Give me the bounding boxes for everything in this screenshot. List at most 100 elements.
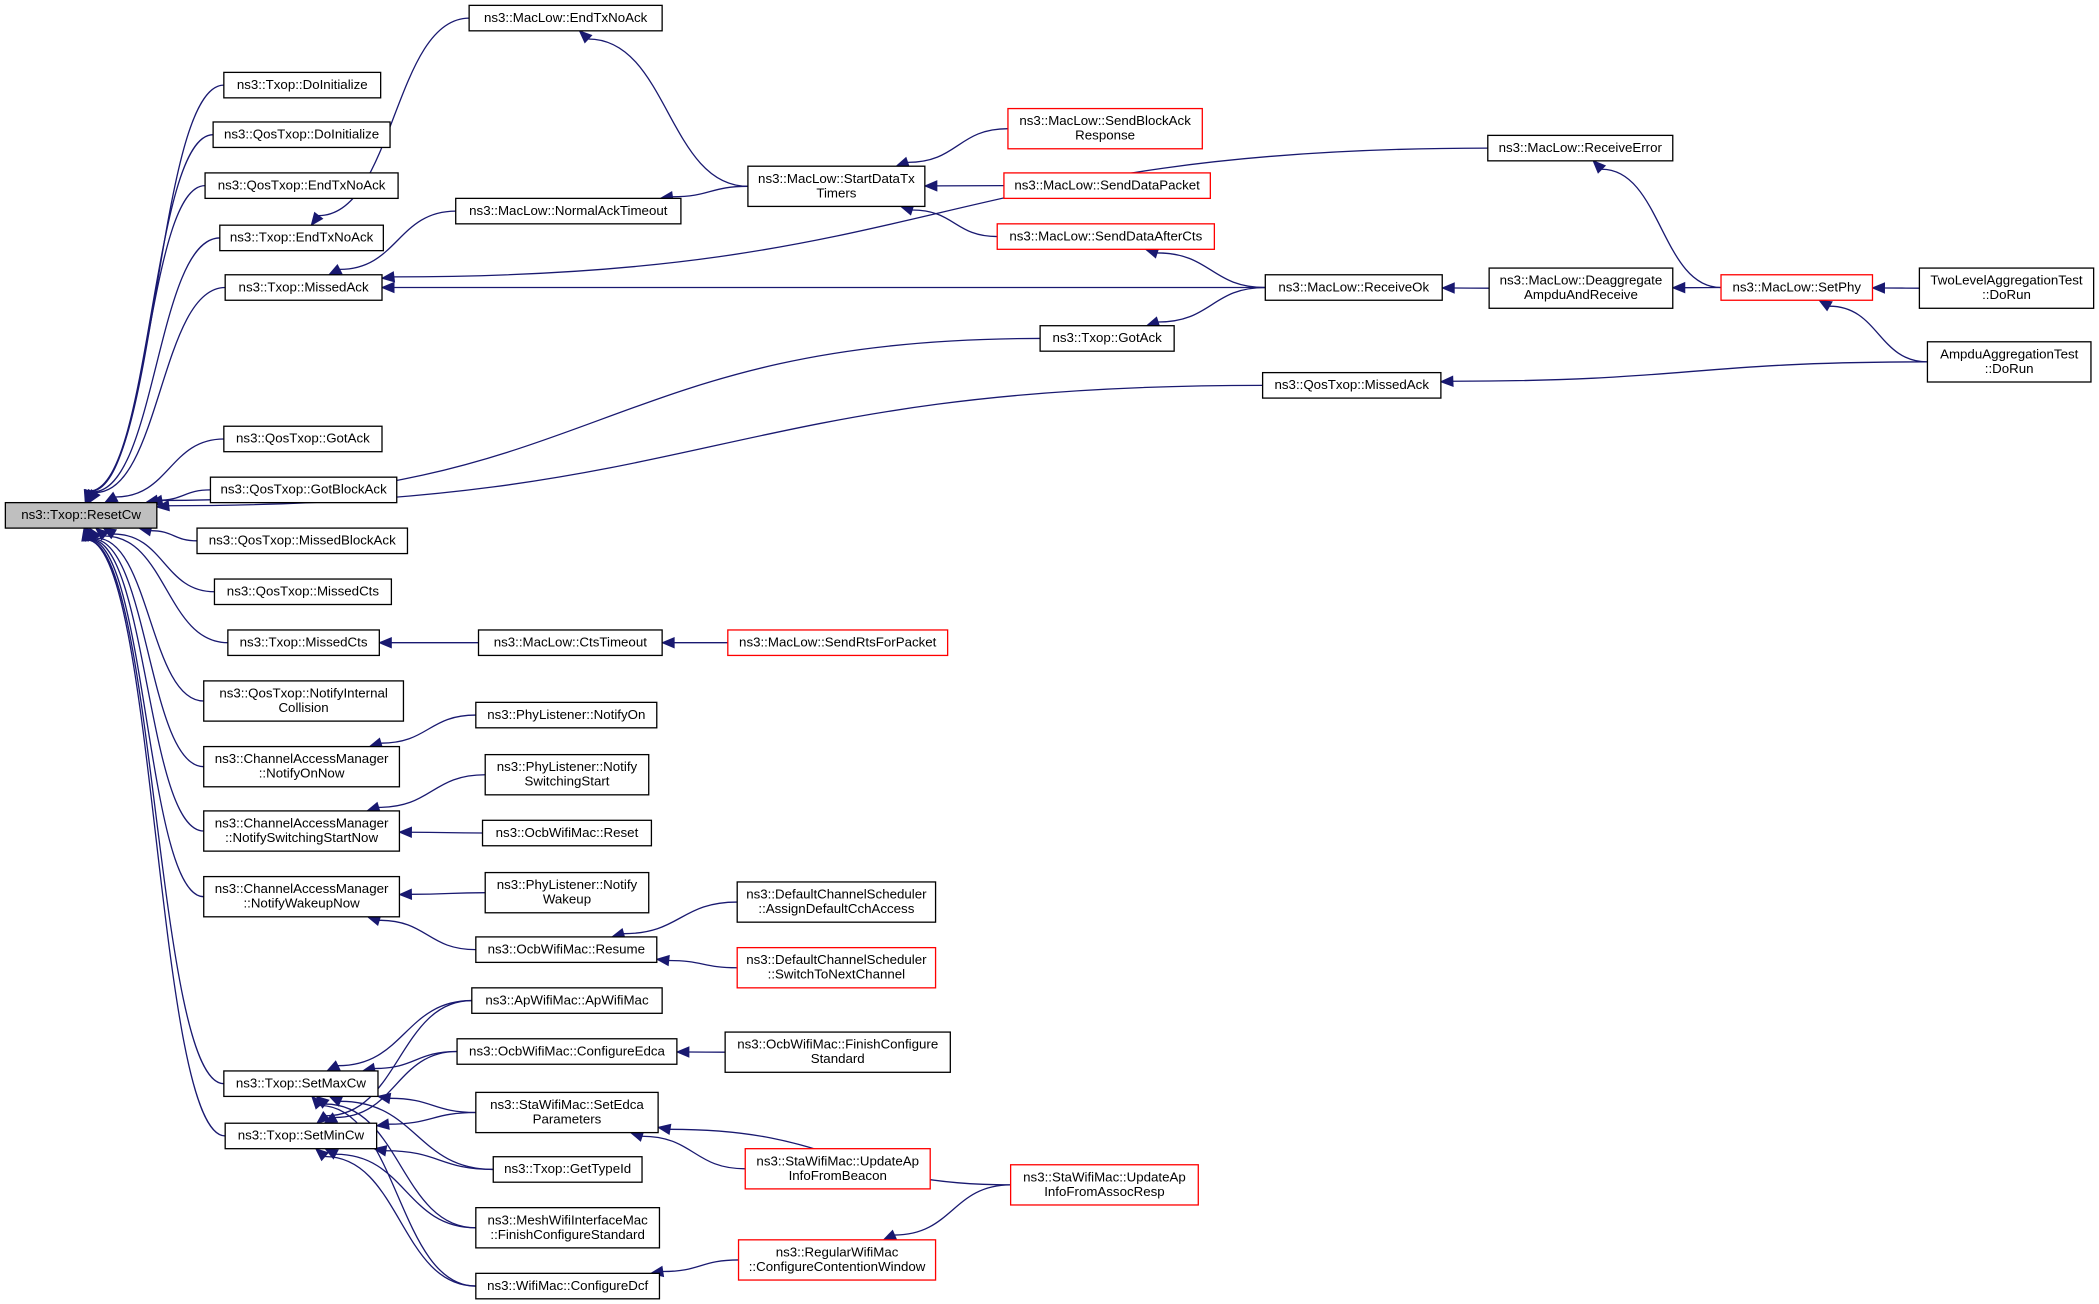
node-phy_notifyon[interactable]: ns3::PhyListener::NotifyOn (475, 701, 658, 729)
node-qos_missedcts[interactable]: ns3::QosTxop::MissedCts (213, 578, 393, 606)
node-box[interactable] (1003, 172, 1211, 200)
node-box[interactable] (468, 4, 663, 32)
node-qos_gotack[interactable]: ns3::QosTxop::GotAck (223, 425, 383, 453)
node-mac_senddatacts[interactable]: ns3::MacLow::SendDataAfterCts (996, 223, 1216, 250)
node-cam_switch[interactable]: ns3::ChannelAccessManager::NotifySwitchi… (203, 810, 401, 852)
node-txop_missedcts[interactable]: ns3::Txop::MissedCts (227, 629, 380, 657)
node-qos_endtx[interactable]: ns3::QosTxop::EndTxNoAck (204, 172, 399, 200)
node-dcs_assign[interactable]: ns3::DefaultChannelScheduler::AssignDefa… (736, 881, 937, 923)
node-box[interactable] (1007, 107, 1203, 150)
node-box[interactable] (224, 1122, 378, 1150)
node-box[interactable] (196, 527, 409, 555)
node-box[interactable] (1487, 134, 1674, 162)
node-box[interactable] (1039, 325, 1175, 352)
node-box[interactable] (1261, 371, 1442, 399)
node-ocb_confedca[interactable]: ns3::OcbWifiMac::ConfigureEdca (456, 1038, 678, 1065)
node-box[interactable] (204, 172, 399, 200)
node-ap_apwifi[interactable]: ns3::ApWifiMac::ApWifiMac (471, 987, 663, 1014)
node-txop_doinit[interactable]: ns3::Txop::DoInitialize (223, 71, 382, 99)
node-box[interactable] (1264, 274, 1443, 301)
node-box[interactable] (477, 629, 663, 657)
node-txop_gettype[interactable]: ns3::Txop::GetTypeId (492, 1156, 643, 1183)
node-box[interactable] (484, 871, 650, 914)
node-qos_missedack[interactable]: ns3::QosTxop::MissedAck (1261, 371, 1442, 399)
node-mac_endtx[interactable]: ns3::MacLow::EndTxNoAck (468, 4, 663, 32)
node-box[interactable] (492, 1156, 643, 1183)
node-sta_updassoc[interactable]: ns3::StaWifiMac::UpdateApInfoFromAssocRe… (1009, 1164, 1199, 1206)
node-resetcw[interactable]: ns3::Txop::ResetCw (4, 501, 158, 529)
node-box[interactable] (219, 224, 384, 252)
node-box[interactable] (227, 629, 380, 657)
node-box[interactable] (475, 936, 658, 964)
node-box[interactable] (212, 121, 391, 149)
node-box[interactable] (209, 476, 398, 504)
node-qos_gotblock[interactable]: ns3::QosTxop::GotBlockAck (209, 476, 398, 504)
node-ocb_finish[interactable]: ns3::OcbWifiMac::FinishConfigureStandard (724, 1031, 951, 1073)
node-box[interactable] (1720, 274, 1874, 301)
node-mac_receiveok[interactable]: ns3::MacLow::ReceiveOk (1264, 274, 1443, 301)
node-box[interactable] (224, 274, 383, 301)
node-mac_ctstimeout[interactable]: ns3::MacLow::CtsTimeout (477, 629, 663, 657)
node-txop_endtx[interactable]: ns3::Txop::EndTxNoAck (219, 224, 384, 252)
node-box[interactable] (456, 1038, 678, 1065)
node-wifi_confdcf[interactable]: ns3::WifiMac::ConfigureDcf (475, 1272, 661, 1300)
node-box[interactable] (744, 1148, 931, 1190)
node-txop_setmin[interactable]: ns3::Txop::SetMinCw (224, 1122, 378, 1150)
node-mac_receiveerr[interactable]: ns3::MacLow::ReceiveError (1487, 134, 1674, 162)
node-qos_missedblock[interactable]: ns3::QosTxop::MissedBlockAck (196, 527, 409, 555)
node-box[interactable] (737, 1239, 937, 1281)
node-box[interactable] (203, 680, 405, 722)
node-two_dorun[interactable]: TwoLevelAggregationTest::DoRun (1918, 267, 2095, 309)
node-txop_setmax[interactable]: ns3::Txop::SetMaxCw (223, 1070, 379, 1098)
node-box[interactable] (736, 946, 937, 989)
node-box[interactable] (223, 425, 383, 453)
node-box[interactable] (4, 501, 158, 529)
node-ocb_resume[interactable]: ns3::OcbWifiMac::Resume (475, 936, 658, 964)
node-mac_sendrts[interactable]: ns3::MacLow::SendRtsForPacket (727, 629, 949, 657)
node-box[interactable] (475, 701, 658, 729)
node-box[interactable] (1009, 1164, 1199, 1206)
node-box[interactable] (471, 987, 663, 1014)
node-box[interactable] (1926, 341, 2092, 383)
node-box[interactable] (736, 881, 937, 923)
node-box[interactable] (727, 629, 949, 657)
node-ampdu_dorun[interactable]: AmpduAggregationTest::DoRun (1926, 341, 2092, 383)
node-phy_switch[interactable]: ns3::PhyListener::NotifySwitchingStart (484, 753, 650, 796)
node-cam_onnow[interactable]: ns3::ChannelAccessManager::NotifyOnNow (203, 745, 401, 788)
node-box[interactable] (475, 1272, 661, 1300)
node-dcs_switch[interactable]: ns3::DefaultChannelScheduler::SwitchToNe… (736, 946, 937, 989)
node-mac_normalack[interactable]: ns3::MacLow::NormalAckTimeout (455, 197, 682, 225)
node-phy_wakeup[interactable]: ns3::PhyListener::NotifyWakeup (484, 871, 650, 914)
node-box[interactable] (203, 745, 401, 788)
node-mac_senddata[interactable]: ns3::MacLow::SendDataPacket (1003, 172, 1211, 200)
node-box[interactable] (1488, 267, 1674, 309)
node-box[interactable] (223, 71, 382, 99)
node-box[interactable] (223, 1070, 379, 1098)
node-qos_doinit[interactable]: ns3::QosTxop::DoInitialize (212, 121, 391, 149)
node-mesh_finish[interactable]: ns3::MeshWifiInterfaceMac::FinishConfigu… (475, 1207, 661, 1249)
node-mac_setphy[interactable]: ns3::MacLow::SetPhy (1720, 274, 1874, 301)
node-box[interactable] (996, 223, 1216, 250)
node-box[interactable] (724, 1031, 951, 1073)
node-box[interactable] (747, 165, 926, 208)
node-txop_missedack[interactable]: ns3::Txop::MissedAck (224, 274, 383, 301)
node-box[interactable] (1918, 267, 2095, 309)
node-box[interactable] (203, 810, 401, 852)
node-txop_gotack[interactable]: ns3::Txop::GotAck (1039, 325, 1175, 352)
node-ocb_reset[interactable]: ns3::OcbWifiMac::Reset (481, 819, 653, 847)
node-box[interactable] (213, 578, 393, 606)
node-reg_confcw[interactable]: ns3::RegularWifiMac::ConfigureContention… (737, 1239, 937, 1281)
node-box[interactable] (484, 753, 650, 796)
node-box[interactable] (481, 819, 653, 847)
node-box[interactable] (455, 197, 682, 225)
node-box[interactable] (475, 1207, 661, 1249)
node-cam_wakeup[interactable]: ns3::ChannelAccessManager::NotifyWakeupN… (203, 875, 401, 918)
node-box[interactable] (475, 1091, 659, 1134)
node-box[interactable] (203, 875, 401, 918)
